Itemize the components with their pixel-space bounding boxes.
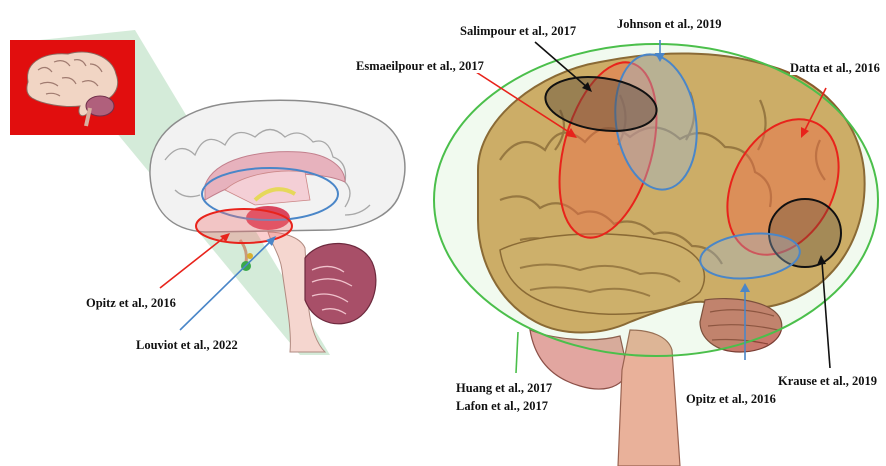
roi-red-thalamus: [196, 209, 292, 243]
label-johnson-2019: Johnson et al., 2019: [617, 17, 722, 31]
label-louviot-2022: Louviot et al., 2022: [136, 338, 238, 352]
arrow-opitz-left: [160, 236, 226, 288]
label-huang-2017: Huang et al., 2017: [456, 381, 552, 395]
label-opitz-2016-left: Opitz et al., 2016: [86, 296, 176, 310]
label-krause-2019: Krause et al., 2019: [778, 374, 877, 388]
label-opitz-2016-right: Opitz et al., 2016: [686, 392, 776, 406]
label-salimpour-2017: Salimpour et al., 2017: [460, 24, 576, 38]
label-esmaeilpour-2017: Esmaeilpour et al., 2017: [356, 59, 484, 73]
label-datta-2016: Datta et al., 2016: [790, 61, 880, 75]
label-lafon-2017: Lafon et al., 2017: [456, 399, 548, 413]
left-panel: [10, 30, 405, 355]
inset-brain-thumbnail: [10, 40, 135, 135]
